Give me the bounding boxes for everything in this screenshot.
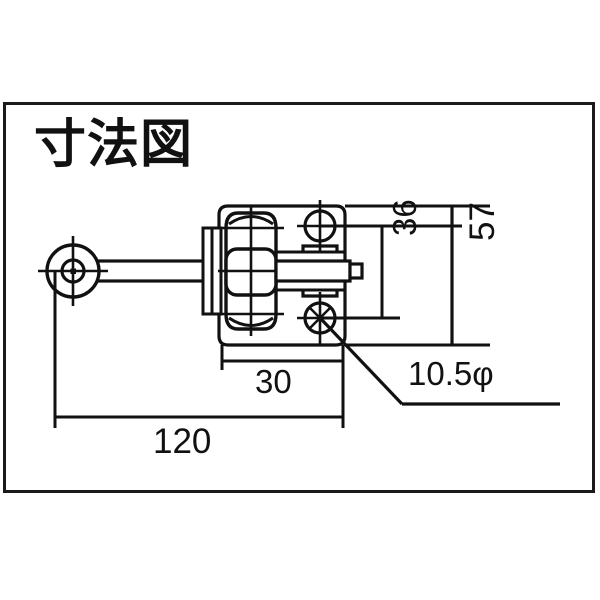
drawing-frame-border bbox=[3, 102, 595, 493]
spindle-bolt-tip bbox=[348, 262, 364, 280]
page-title: 寸法図 bbox=[34, 115, 194, 175]
mounting-plate-outline bbox=[217, 204, 347, 347]
leader-line-hole-diameter bbox=[320, 318, 404, 406]
dimension-label-30: 30 bbox=[255, 363, 292, 400]
dimension-label-hole-diameter: 10.5φ bbox=[408, 355, 494, 392]
dimension-label-36: 36 bbox=[386, 199, 423, 236]
spindle-bolt-shaft bbox=[274, 259, 352, 283]
dimension-label-120: 120 bbox=[153, 422, 212, 461]
dimension-label-57: 57 bbox=[463, 202, 502, 241]
